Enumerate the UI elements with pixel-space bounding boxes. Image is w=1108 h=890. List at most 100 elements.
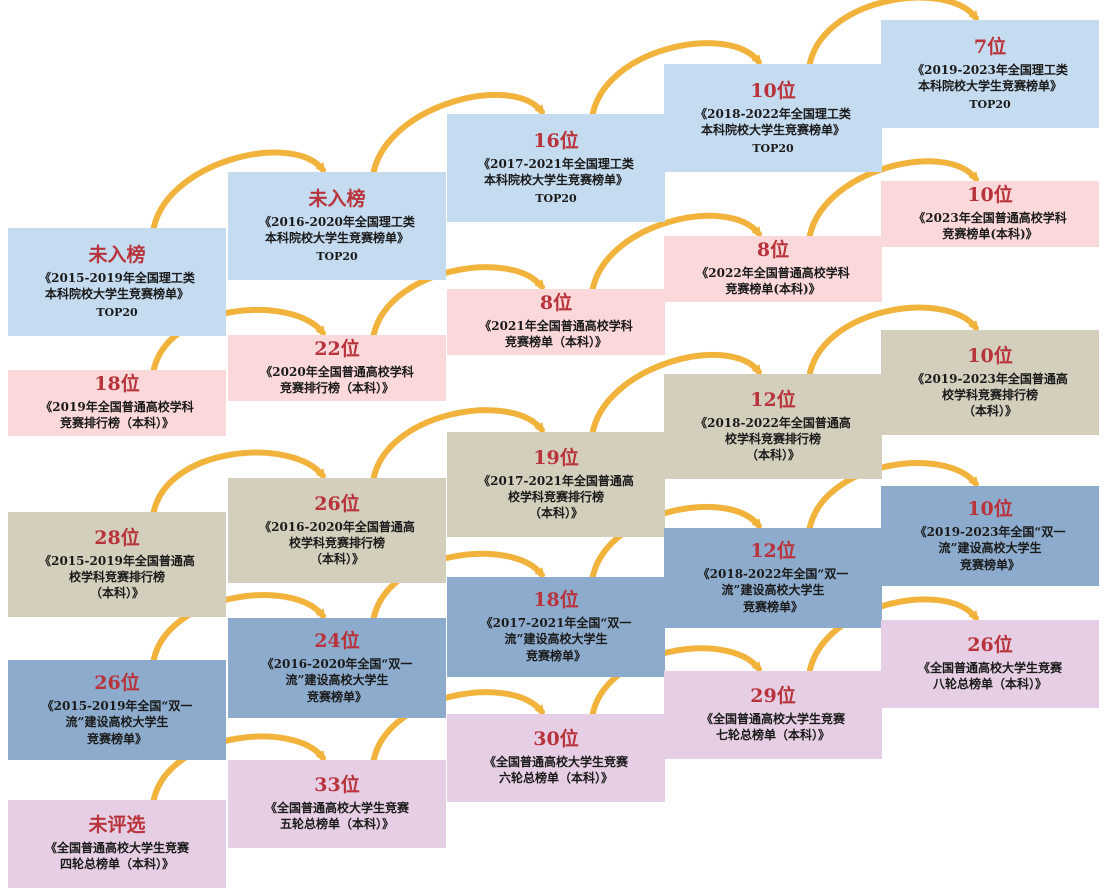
rank-label: 8位 <box>756 239 790 262</box>
list-title-line: 竞赛榜单(本科)》 <box>725 282 821 297</box>
list-title-line: 竞赛排行榜（本科）》 <box>59 416 174 431</box>
list-title-line: 七轮总榜单（本科）》 <box>715 728 830 743</box>
list-title-line: 《全国普通高校大学生竞赛 <box>917 661 1062 676</box>
ranking-box: 10位《2019-2023年全国“双一流”建设高校大学生竞赛榜单》 <box>881 486 1099 586</box>
ranking-box: 28位《2015-2019年全国普通高校学科竞赛排行榜 （本科）》 <box>8 512 226 617</box>
list-title-line: 流”建设高校大学生 <box>65 715 169 730</box>
list-title-line: 六轮总榜单（本科）》 <box>498 771 613 786</box>
rank-label: 26位 <box>94 672 140 695</box>
rank-label: 28位 <box>94 526 140 549</box>
list-title-line: 《2017-2021年全国普通高 <box>478 473 634 488</box>
ranking-box: 未入榜《2015-2019年全国理工类本科院校大学生竞赛榜单》TOP20 <box>8 228 226 336</box>
rank-label: 未评选 <box>88 814 146 837</box>
list-title-line: 《2015-2019年全国普通高 <box>39 553 195 568</box>
list-title-line: 《2019-2023年全国理工类 <box>912 62 1068 77</box>
list-title-line: 竞赛榜单》 <box>306 689 367 704</box>
list-title-line: 《2019-2023年全国普通高 <box>912 371 1068 386</box>
list-title-line: 竞赛榜单(本科)》 <box>942 227 1038 242</box>
rank-label: 19位 <box>533 446 579 469</box>
ranking-box: 18位《2017-2021年全国“双一流”建设高校大学生竞赛榜单》 <box>447 577 665 677</box>
list-title-line: 流”建设高校大学生 <box>504 632 608 647</box>
list-title-line: 流”建设高校大学生 <box>721 583 825 598</box>
rank-label: 7位 <box>973 35 1007 58</box>
rank-label: 24位 <box>314 630 360 653</box>
rank-label: 12位 <box>750 540 796 563</box>
ranking-box: 未评选《全国普通高校大学生竞赛四轮总榜单（本科）》 <box>8 800 226 888</box>
list-title-line: 《2019年全国普通高校学科 <box>40 400 194 415</box>
ranking-box: 7位《2019-2023年全国理工类本科院校大学生竞赛榜单》TOP20 <box>881 20 1099 128</box>
ranking-box: 10位《2019-2023年全国普通高校学科竞赛排行榜 （本科）》 <box>881 330 1099 435</box>
list-title-line: 《2018-2022年全国“双一 <box>697 567 849 582</box>
ranking-box: 30位《全国普通高校大学生竞赛六轮总榜单（本科）》 <box>447 714 665 802</box>
list-title-line: 本科院校大学生竞赛榜单》 <box>700 122 845 137</box>
rank-label: 8位 <box>539 292 573 315</box>
rank-label: 未入榜 <box>308 187 366 210</box>
ranking-box: 26位《2016-2020年全国普通高校学科竞赛排行榜 （本科）》 <box>228 478 446 583</box>
list-title-line: 《2019-2023年全国“双一 <box>914 525 1066 540</box>
list-title-line: 流”建设高校大学生 <box>285 673 389 688</box>
ranking-box: 22位《2020年全国普通高校学科竞赛排行榜（本科）》 <box>228 335 446 401</box>
ranking-box: 29位《全国普通高校大学生竞赛七轮总榜单（本科）》 <box>664 671 882 759</box>
list-title-line: 流”建设高校大学生 <box>938 541 1042 556</box>
rank-label: 26位 <box>967 634 1013 657</box>
list-title-line: 竞赛榜单》 <box>525 648 586 663</box>
list-title-line: 《2018-2022年全国普通高 <box>695 415 851 430</box>
list-title-line: （本科）》 <box>962 404 1017 419</box>
ranking-box: 12位《2018-2022年全国普通高校学科竞赛排行榜（本科）》 <box>664 374 882 479</box>
list-title-line: 《2016-2020年全国理工类 <box>259 214 415 229</box>
ranking-box: 12位《2018-2022年全国“双一流”建设高校大学生竞赛榜单》 <box>664 528 882 628</box>
ranking-box: 未入榜《2016-2020年全国理工类本科院校大学生竞赛榜单》 TOP20 <box>228 172 446 280</box>
rank-label: 16位 <box>533 129 579 152</box>
list-title-line: 五轮总榜单（本科）》 <box>279 817 394 832</box>
list-title-line: （本科）》 <box>528 506 583 521</box>
list-title-line: 校学科竞赛排行榜 <box>288 535 385 550</box>
list-title-line: 《全国普通高校大学生竞赛 <box>483 755 628 770</box>
list-title-line: （本科）》 <box>309 552 364 567</box>
list-title-line: 本科院校大学生竞赛榜单》 <box>483 172 628 187</box>
rank-label: 22位 <box>314 338 360 361</box>
ranking-box: 33位《全国普通高校大学生竞赛五轮总榜单（本科）》 <box>228 760 446 848</box>
list-title-line: 《2017-2021年全国理工类 <box>478 156 634 171</box>
top-note: TOP20 <box>316 250 358 264</box>
list-title-line: 《2017-2021年全国“双一 <box>480 616 632 631</box>
list-title-line: （本科）》 <box>89 586 144 601</box>
list-title-line: 竞赛排行榜（本科）》 <box>279 381 394 396</box>
list-title-line: 《2018-2022年全国理工类 <box>695 106 851 121</box>
list-title-line: 本科院校大学生竞赛榜单》 <box>264 230 409 245</box>
list-title-line: 竞赛榜单》 <box>742 599 803 614</box>
list-title-line: 《2015-2019年全国“双一 <box>41 699 193 714</box>
list-title-line: 《2016-2020年全国“双一 <box>261 657 413 672</box>
ranking-box: 10位《2023年全国普通高校学科竞赛榜单(本科)》 <box>881 181 1099 247</box>
rank-label: 10位 <box>967 344 1013 367</box>
list-title-line: 校学科竞赛排行榜 <box>68 569 165 584</box>
ranking-box: 8位《2021年全国普通高校学科竞赛榜单（本科）》 <box>447 289 665 355</box>
list-title-line: 竞赛榜单（本科）》 <box>504 335 607 350</box>
ranking-box: 10位《2018-2022年全国理工类本科院校大学生竞赛榜单》 TOP20 <box>664 64 882 172</box>
rank-label: 10位 <box>967 184 1013 207</box>
rank-label: 18位 <box>533 589 579 612</box>
ranking-box: 8位《2022年全国普通高校学科竞赛榜单(本科)》 <box>664 236 882 302</box>
list-title-line: 校学科竞赛排行榜 <box>941 387 1038 402</box>
list-title-line: 竞赛榜单》 <box>959 557 1020 572</box>
rank-label: 10位 <box>967 498 1013 521</box>
top-note: TOP20 <box>96 306 138 320</box>
list-title-line: 《2022年全国普通高校学科 <box>696 266 850 281</box>
rank-label: 33位 <box>314 774 360 797</box>
rank-label: 18位 <box>94 373 140 396</box>
rank-label: 12位 <box>750 388 796 411</box>
list-title-line: 竞赛榜单》 <box>86 731 147 746</box>
list-title-line: 《全国普通高校大学生竞赛 <box>700 712 845 727</box>
ranking-box: 18位《2019年全国普通高校学科竞赛排行榜（本科）》 <box>8 370 226 436</box>
list-title-line: 《2023年全国普通高校学科 <box>913 211 1067 226</box>
list-title-line: 校学科竞赛排行榜 <box>507 489 604 504</box>
rank-label: 10位 <box>750 79 796 102</box>
rank-label: 29位 <box>750 685 796 708</box>
top-note: TOP20 <box>752 142 794 156</box>
list-title-line: 《2021年全国普通高校学科 <box>479 319 633 334</box>
ranking-box: 24位《2016-2020年全国“双一流”建设高校大学生竞赛榜单》 <box>228 618 446 718</box>
list-title-line: 《2015-2019年全国理工类 <box>39 270 195 285</box>
rank-label: 26位 <box>314 492 360 515</box>
rank-label: 30位 <box>533 728 579 751</box>
list-title-line: 《2016-2020年全国普通高 <box>259 519 415 534</box>
